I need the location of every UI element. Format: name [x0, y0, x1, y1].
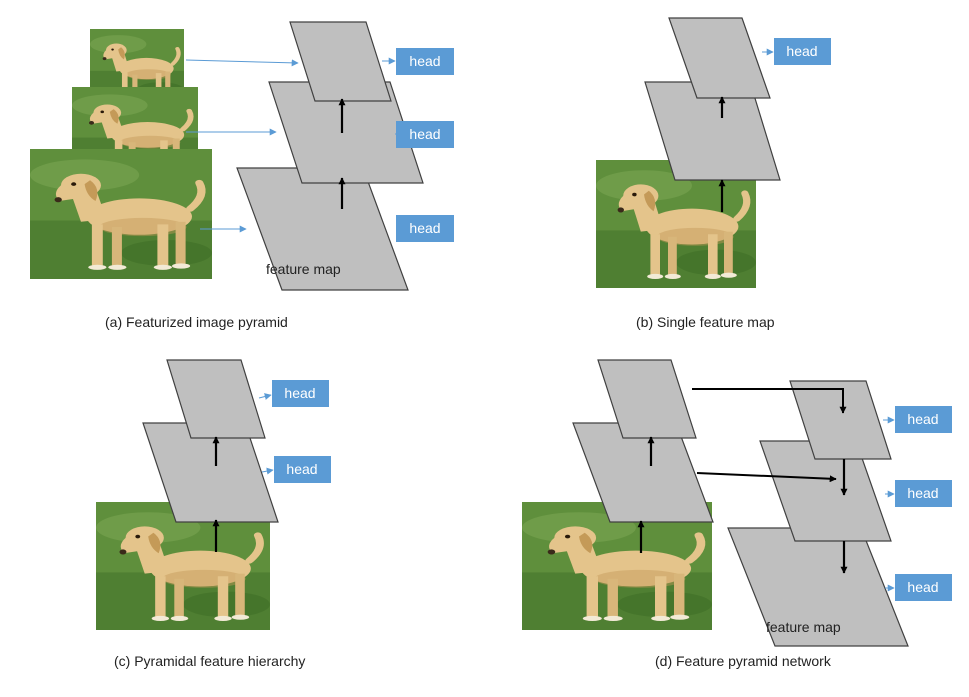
panel-c: head head (c) Pyramidal feature hierarch…	[96, 359, 331, 669]
head-arrow	[258, 393, 272, 400]
head-arrow	[261, 467, 274, 475]
head-box: head	[272, 380, 329, 407]
svg-text:head: head	[786, 43, 817, 59]
feature-map-small	[668, 17, 771, 99]
image-to-feature-arrow-top	[185, 59, 299, 67]
svg-text:head: head	[409, 220, 440, 236]
feature-map-label: feature map	[766, 619, 841, 635]
head-box: head	[895, 574, 952, 601]
head-box: head	[895, 480, 952, 507]
svg-text:head: head	[907, 485, 938, 501]
head-box: head	[396, 121, 454, 148]
input-image-large	[30, 149, 212, 279]
panel-d: feature map head head head (d) Feature p…	[522, 359, 952, 669]
panel-c-caption: (c) Pyramidal feature hierarchy	[114, 653, 305, 669]
lateral-connection-middle	[696, 472, 837, 483]
head-box: head	[774, 38, 831, 65]
feature-map-small	[289, 21, 392, 102]
svg-text:head: head	[284, 385, 315, 401]
panel-b: head (b) Single feature map	[596, 17, 831, 330]
top-down-feature-map-small	[789, 380, 892, 460]
head-box: head	[396, 215, 454, 242]
head-box: head	[274, 456, 331, 483]
panel-a: feature map head head head (a) Featurize…	[30, 21, 454, 330]
svg-text:head: head	[409, 53, 440, 69]
svg-text:head: head	[286, 461, 317, 477]
feature-map-small	[166, 359, 266, 439]
feature-map-label: feature map	[266, 261, 341, 277]
svg-text:head: head	[907, 579, 938, 595]
head-box: head	[895, 406, 952, 433]
panel-d-caption: (d) Feature pyramid network	[655, 653, 832, 669]
bottom-up-feature-map-small	[597, 359, 697, 439]
panel-b-caption: (b) Single feature map	[636, 314, 775, 330]
lateral-connection-top	[692, 388, 847, 414]
svg-text:head: head	[907, 411, 938, 427]
svg-text:head: head	[409, 126, 440, 142]
panel-a-caption: (a) Featurized image pyramid	[105, 314, 288, 330]
head-box: head	[396, 48, 454, 75]
